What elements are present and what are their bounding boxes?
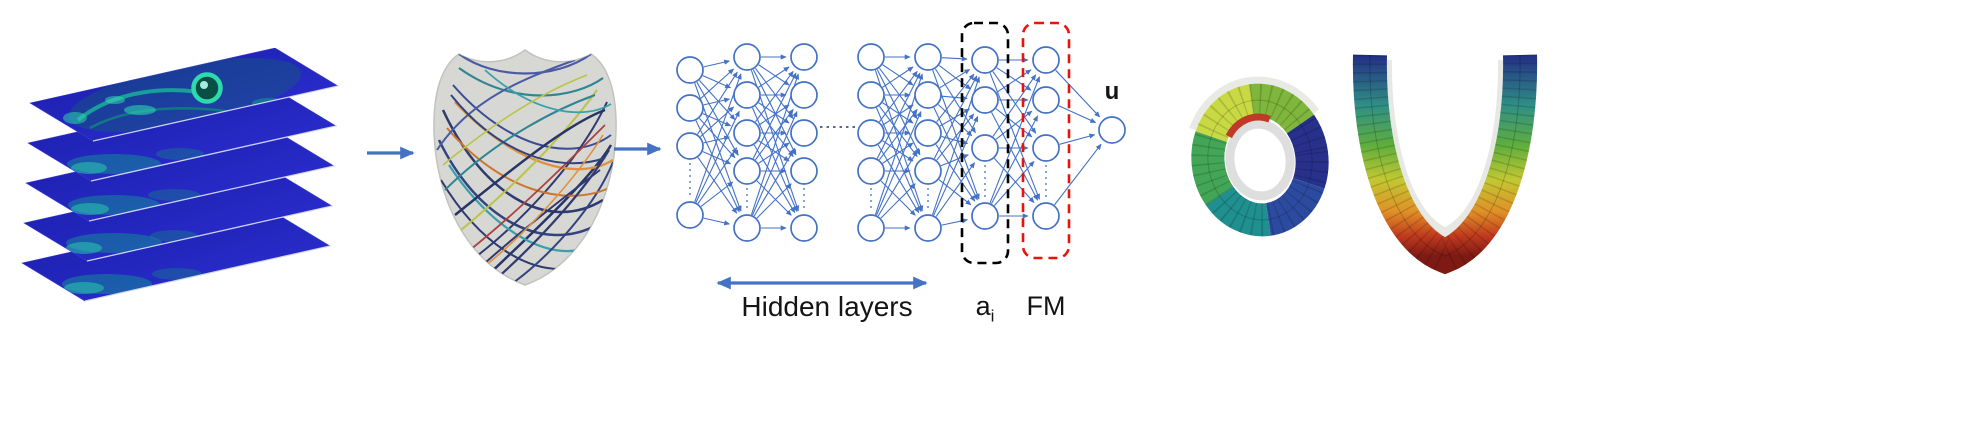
network-nodes-and-edges [676, 43, 1126, 242]
short-axis-mesh-illustration [1170, 50, 1355, 270]
neural-network-diagram [676, 21, 1126, 265]
vessel-ring [191, 72, 223, 104]
long-axis-mesh-illustration [1340, 30, 1550, 305]
activation-subscript: i [990, 306, 995, 326]
flow-arrow-1 [365, 140, 429, 166]
activation-label: ai [958, 291, 1012, 326]
activation-base: a [975, 291, 991, 321]
ventricle-outline [433, 49, 617, 286]
hidden-layers-label: Hidden layers [741, 291, 913, 322]
u-mesh-svg [1352, 54, 1538, 275]
arrow-right-icon [367, 146, 415, 160]
arrow-right-icon [614, 142, 662, 156]
double-headed-arrow-icon [716, 276, 928, 290]
fiber-tracts [436, 53, 614, 284]
output-label: u [1104, 78, 1120, 105]
ring-band [1191, 83, 1329, 237]
ring-mesh-svg [1189, 76, 1329, 237]
black-dashed-box [960, 21, 1010, 265]
flow-arrow-2 [612, 136, 676, 162]
cardiac-fiber-model-illustration [425, 40, 630, 298]
mri-slice-4 [23, 167, 333, 262]
fm-label: FM [1026, 291, 1066, 321]
mri-stack-svg [21, 48, 339, 302]
fiber-heart-svg [433, 49, 617, 286]
u-wall [1352, 54, 1538, 275]
hidden-layers-span-arrow [702, 270, 942, 296]
mri-slice-5 [21, 207, 331, 302]
mri-slice-3 [25, 127, 335, 222]
mri-slice-stack-illustration [20, 48, 365, 306]
mri-slice-2 [27, 87, 337, 182]
